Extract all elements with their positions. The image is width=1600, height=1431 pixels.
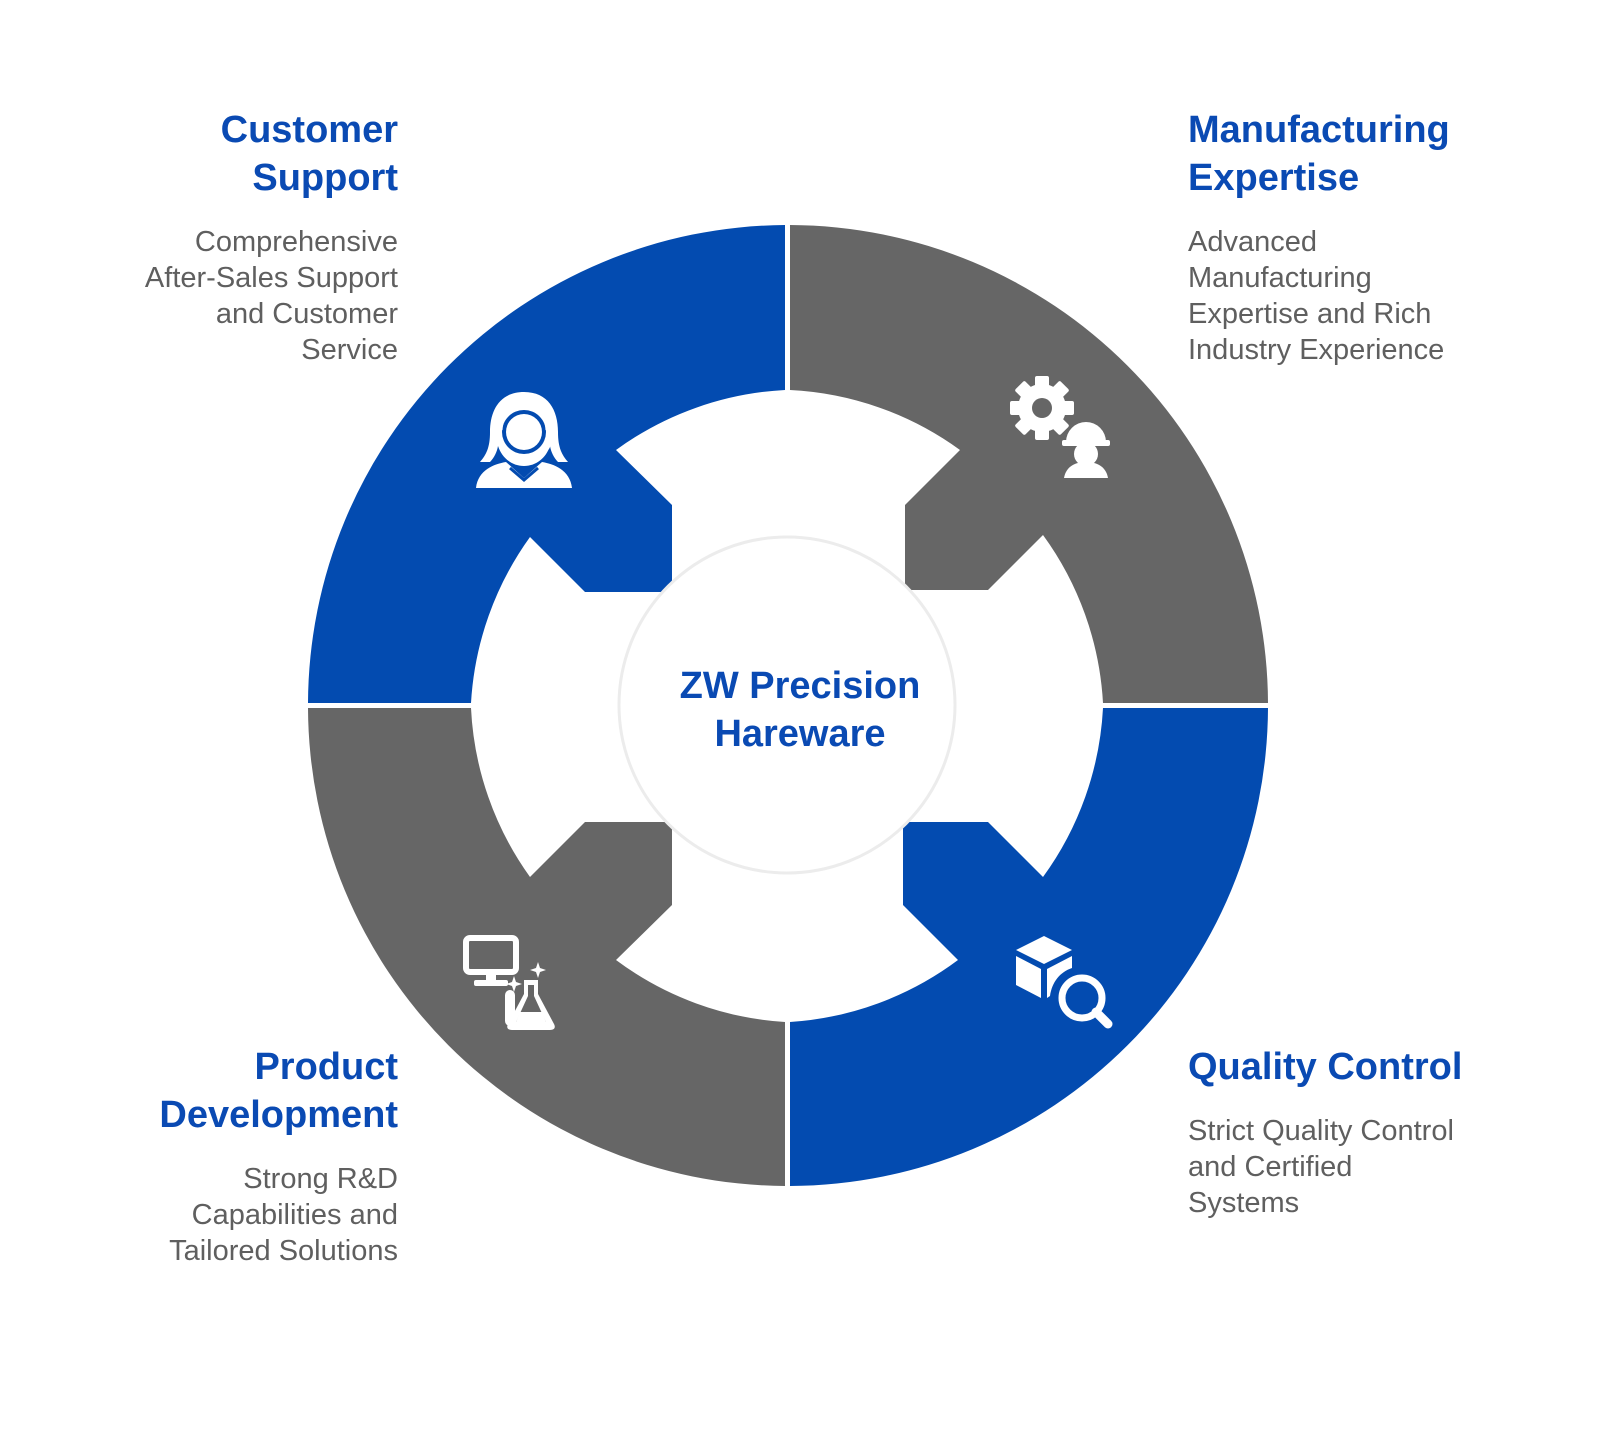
center-title: ZW Precision Hareware: [679, 665, 921, 755]
box-magnifier-icon: [1016, 936, 1113, 1029]
manufacturing-expertise-title: Manufacturing Expertise: [1188, 109, 1450, 199]
segment-manufacturing-expertise: [790, 225, 1268, 703]
computer-lab-icon: [463, 935, 555, 1030]
segment-product-development: [308, 708, 785, 1186]
label-customer-support: Customer Support Comprehensive After-Sal…: [78, 106, 398, 368]
quality-control-title: Quality Control: [1188, 1046, 1463, 1088]
customer-support-description: Comprehensive After-Sales Support and Cu…: [144, 226, 398, 366]
product-development-title: Product Development: [159, 1046, 398, 1136]
quality-control-description: Strict Quality Control and Certified Sys…: [1188, 1115, 1454, 1219]
gear-worker-icon: [1010, 376, 1110, 478]
product-development-description: Strong R&D Capabilities and Tailored Sol…: [169, 1163, 398, 1267]
customer-service-agent-icon: [476, 392, 572, 488]
label-manufacturing-expertise: Manufacturing Expertise Advanced Manufac…: [1188, 106, 1508, 368]
customer-support-title: Customer Support: [220, 109, 398, 199]
label-product-development: Product Development Strong R&D Capabilit…: [78, 1043, 398, 1269]
label-quality-control: Quality Control Strict Quality Control a…: [1188, 1043, 1528, 1221]
manufacturing-expertise-description: Advanced Manufacturing Expertise and Ric…: [1188, 226, 1445, 366]
center-circle: [617, 535, 957, 875]
